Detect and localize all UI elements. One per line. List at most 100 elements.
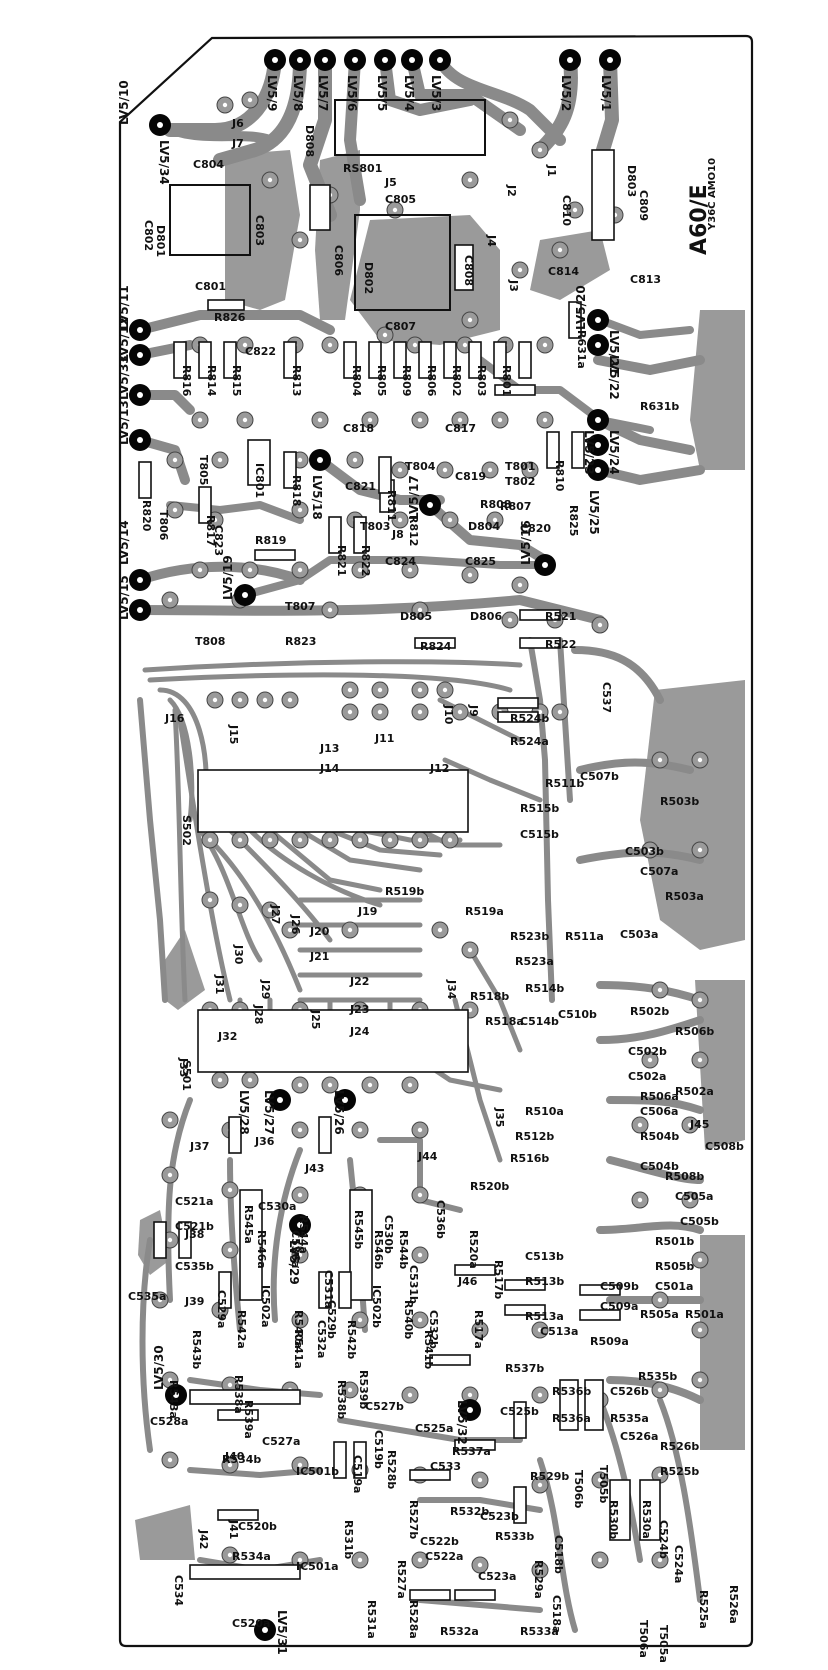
component-label: C507a [640,865,678,878]
component-label: C532a [315,1320,328,1358]
component-label: C535a [128,1290,166,1303]
ground-pours [135,150,745,1560]
resistor-body [497,697,539,709]
component-label: R513b [525,1275,564,1288]
resistor-body [153,1221,167,1259]
component-label: C524b [657,1520,670,1559]
component-label: C529b [325,1300,338,1339]
component-label: R810 [553,460,566,492]
component-label: C537 [600,682,613,713]
component-label: R541a [292,1330,305,1369]
terminal-label: LV5/7 [316,75,330,111]
component-label: C518b [552,1535,565,1574]
component-label: R808 [480,498,511,511]
terminal-label: LV5/25 [587,490,601,535]
terminal-label: LV5/18 [310,475,324,520]
component-label: R504b [640,1130,679,1143]
resistor-body [579,1284,621,1296]
component-label: T505a [657,1625,670,1663]
component-label: C810 [560,195,573,226]
resistor-body [283,451,297,489]
resistor-body [173,341,187,379]
component-label: R821 [335,545,348,576]
board-code: A60/E [687,184,712,255]
component-label: C521b [175,1220,214,1233]
component-label: R541b [422,1330,435,1369]
component-body [349,1189,373,1301]
component-label: R513a [525,1310,564,1323]
component-label: IC501b [296,1465,339,1478]
terminal-label: LV5/8 [291,75,305,111]
component-label: J21 [309,950,329,963]
component-label: D802 [362,262,375,294]
resistor-body [338,1271,352,1309]
component-label: C508b [705,1140,744,1153]
component-label: J30 [232,944,245,965]
component-label: R530a [640,1500,653,1539]
terminal-label: LV5/14 [117,520,131,565]
resistor-body [504,1279,546,1291]
resistor-body [518,341,532,379]
component-label: R811 [385,490,398,521]
component-label: C807 [385,320,416,333]
component-label: D804 [468,520,500,533]
component-label: R519a [465,905,504,918]
resistor-body [519,609,561,621]
component-label: T806 [157,510,170,541]
component-label: C527b [365,1400,404,1413]
component-body [591,149,615,241]
component-label: J28 [252,1004,265,1024]
component-label: IC501a [296,1560,339,1573]
component-label: R539a [242,1400,255,1439]
component-label: C514b [520,1015,559,1028]
component-label: T803 [360,520,390,533]
component-label: R536b [552,1385,591,1398]
component-label: R537b [505,1362,544,1375]
component-label: C522b [420,1535,459,1548]
component-label: D801 [154,225,167,257]
terminal-label: LV5/32 [455,1400,469,1445]
board-code-small: Y36C AMO10 [707,158,718,231]
component-label: R542a [235,1310,248,1349]
component-label: C525a [415,1422,453,1435]
component-label: R533b [495,1530,534,1543]
component-label: R802 [450,365,463,396]
terminal-label: LV5/19 [221,555,235,600]
component-label: C822 [245,345,276,358]
component-label: R536a [552,1412,591,1425]
terminal-label: LV5/27 [262,1090,276,1135]
resistor-body [494,384,536,396]
resistor-body [468,341,482,379]
resistor-body [353,516,367,554]
component-label: R533a [520,1625,559,1638]
component-label: R817 [204,515,217,546]
component-body [197,1009,469,1073]
terminal-label: LV5/16 [519,520,533,565]
terminal-label: LV5/10 [117,80,131,125]
component-label: C507b [580,770,619,783]
component-label: J9 [467,704,480,717]
resistor-body [546,431,560,469]
component-label: C825 [465,555,496,568]
component-label: C528a [150,1415,188,1428]
component-label: D806 [470,610,502,623]
component-label: R520a [467,1230,480,1269]
terminal-label: LV5/9 [265,75,279,111]
component-label: J33 [177,1057,190,1077]
resistor-body [429,1354,471,1366]
component-label: R545a [242,1205,255,1244]
resistor-body [497,711,539,723]
component-label: R506b [675,1025,714,1038]
resistor-body [333,1441,347,1479]
component-label: J35 [493,1107,506,1127]
component-label: C527a [262,1435,300,1448]
component-label: R519b [385,885,424,898]
component-label: T802 [505,475,535,488]
component-label: R540b [402,1300,415,1339]
resistor-body [513,1401,527,1439]
component-label: R505b [655,1260,694,1273]
component-label: R527b [407,1500,420,1539]
terminal-label: LV5/13 [117,400,131,445]
component-label: R805 [375,365,388,396]
